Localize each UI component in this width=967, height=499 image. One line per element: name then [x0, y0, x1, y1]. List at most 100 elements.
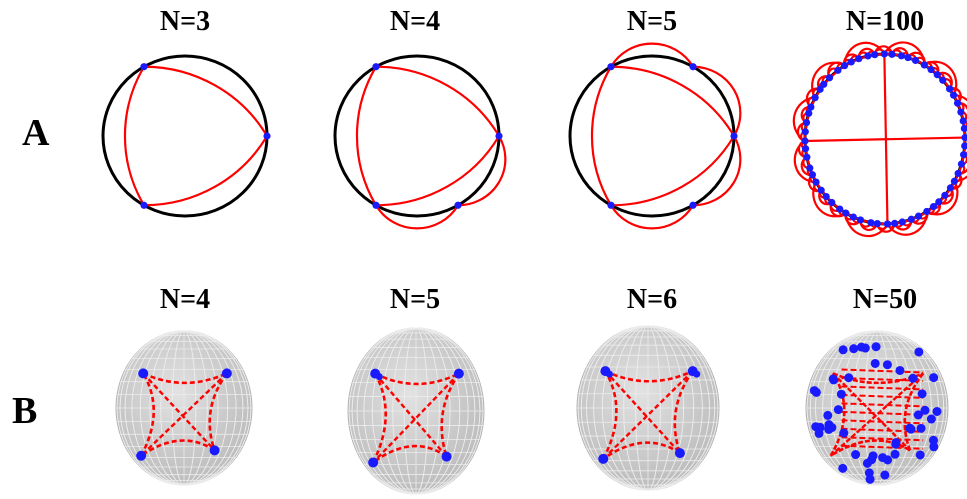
vertex-point: [209, 445, 220, 456]
sphere-geodesic: [602, 441, 681, 460]
vertex-point: [375, 373, 383, 381]
geodesic-arc: [843, 41, 886, 66]
vertex-point: [811, 94, 819, 102]
vertex-point: [847, 58, 855, 66]
vertex-point: [849, 213, 857, 221]
sphere-panel: [115, 330, 253, 486]
vertex-point: [914, 347, 924, 357]
sphere-geodesic: [440, 372, 460, 458]
vertex-point: [867, 219, 875, 227]
vertex-point: [839, 428, 849, 438]
panel-title-b2: N=5: [390, 284, 440, 315]
vertex-point: [914, 212, 923, 220]
row-label-a: A: [22, 112, 50, 154]
vertex-point: [838, 345, 848, 355]
vertex-point: [828, 374, 838, 384]
vertex-point: [842, 209, 850, 217]
geodesic-arc: [143, 135, 268, 207]
vertex-point: [916, 423, 926, 433]
vertex-point: [693, 370, 701, 378]
sphere-diagonal: [140, 372, 228, 457]
vertex-point: [368, 457, 379, 468]
geodesic-arc: [692, 65, 742, 137]
vertex-point: [865, 474, 875, 484]
sphere-geodesic: [604, 369, 694, 383]
vertex-point: [807, 103, 815, 111]
vertex-point: [891, 438, 901, 448]
vertex-point: [867, 455, 877, 465]
vertex-point: [961, 133, 967, 142]
sphere-geodesic: [602, 370, 618, 460]
vertex-point: [844, 373, 854, 383]
vertex-point: [453, 368, 464, 379]
geodesic-arc: [610, 135, 735, 207]
vertex-point: [441, 451, 452, 462]
sphere-geodesic: [841, 385, 924, 391]
vertex-point: [945, 85, 954, 93]
vertex-point: [959, 117, 967, 125]
panel-title-b4: N=50: [853, 284, 917, 315]
sphere-geodesic: [841, 444, 924, 450]
vertex-point: [917, 389, 927, 399]
vertex-point: [898, 218, 906, 226]
vertex-point: [941, 191, 949, 199]
vertex-point: [801, 128, 809, 136]
vertex-point: [822, 193, 830, 201]
vertex-point: [880, 50, 888, 58]
vertex-point: [372, 63, 380, 71]
vertex-point: [825, 74, 834, 82]
vertex-point: [816, 85, 824, 93]
disk-boundary: [101, 54, 269, 218]
geodesic-arc: [457, 135, 507, 207]
geodesic-arc: [610, 65, 735, 137]
vertex-point: [933, 71, 941, 79]
vertex-point: [890, 449, 900, 459]
vertex-point: [801, 137, 809, 145]
sphere-geodesic: [841, 402, 924, 408]
geodesic-arc: [811, 61, 846, 99]
vertex-point: [882, 360, 892, 370]
sphere-geodesic: [841, 410, 924, 416]
geodesic-arc: [883, 53, 889, 224]
vertex-point: [949, 91, 958, 99]
sphere-panel: [576, 325, 720, 491]
geodesic-arc: [812, 181, 847, 218]
sphere-geodesic: [374, 372, 460, 386]
vertex-point: [221, 368, 232, 379]
vertex-point: [871, 51, 879, 59]
sphere-geodesic: [830, 439, 911, 457]
vertex-point: [812, 178, 820, 186]
vertex-point: [140, 201, 148, 209]
vertex-point: [927, 65, 935, 74]
geodesic-arc: [123, 66, 145, 206]
sphere-diagonal: [604, 370, 681, 454]
vertex-point: [605, 370, 613, 378]
vertex-point: [926, 414, 936, 424]
geodesic-arc: [953, 94, 967, 139]
geodesic-arc: [692, 135, 742, 207]
sphere-diagonal: [602, 370, 694, 460]
vertex-point: [929, 373, 939, 383]
vertex-point: [895, 365, 905, 375]
vertex-point: [932, 406, 942, 416]
vertex-point: [908, 373, 918, 383]
vertex-point: [961, 142, 967, 150]
vertex-point: [851, 450, 861, 460]
vertex-point: [870, 358, 880, 368]
vertex-point: [803, 153, 811, 161]
vertex-point: [871, 342, 881, 352]
vertex-point: [883, 220, 892, 228]
panel-title-a2: N=4: [390, 6, 440, 37]
vertex-point: [827, 423, 837, 433]
vertex-point: [864, 52, 872, 60]
vertex-point: [823, 410, 833, 420]
sphere-panel: [805, 330, 949, 486]
vertex-point: [873, 220, 881, 228]
sphere-geodesic: [832, 372, 924, 385]
panel-title-b3: N=6: [627, 284, 677, 315]
vertex-point: [960, 151, 967, 159]
geodesic-arc: [590, 66, 612, 206]
vertex-point: [136, 450, 147, 461]
vertex-point: [928, 435, 938, 445]
vertex-point: [939, 76, 947, 84]
